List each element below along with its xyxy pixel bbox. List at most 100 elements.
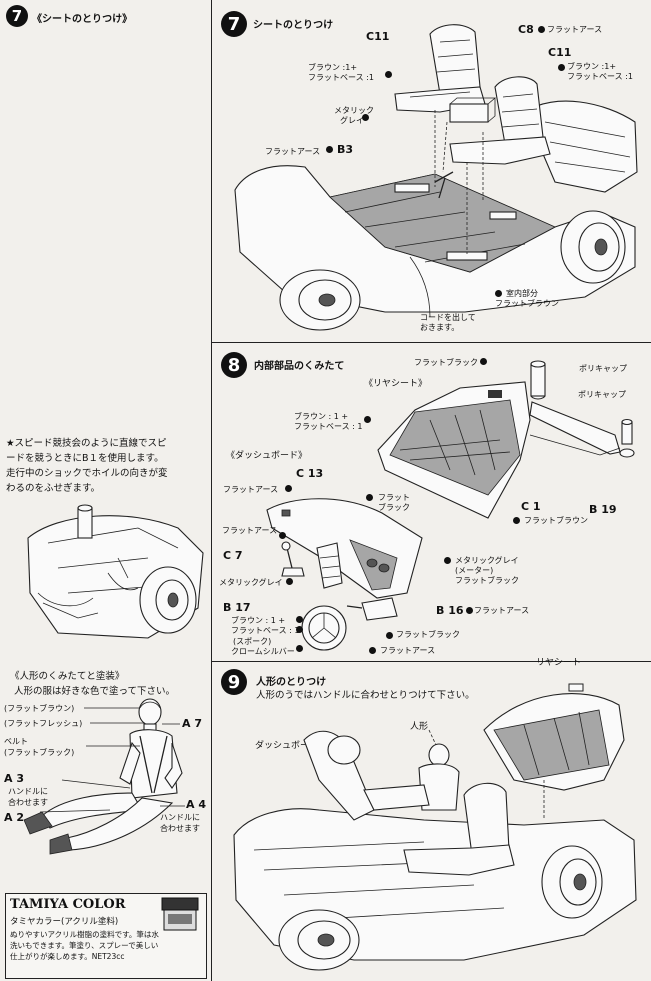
figure-section-title: 《人形のくみたてと塗装》 [10,671,125,682]
paint-jar-icon [161,897,199,931]
part-c13: C 13 [296,467,324,480]
step-9-title: 人形のとりつけ [256,677,327,688]
figure-leader-lines [39,707,185,813]
paint-dot [386,632,393,639]
label-figure: 人形 [410,722,429,732]
paint-dot [385,71,392,78]
part-a7: A 7 [182,717,202,730]
paint-dot [538,26,545,33]
label-metallic-grey: メタリックグレイ [219,578,283,587]
part-c11-left: C11 [366,30,390,43]
label-flat-earth: フラットアース [380,646,436,655]
label-rear-seat-top-color: フラットブラック [414,358,478,367]
part-c11-right: C11 [548,46,572,59]
note-line: わるのをふせぎます。 [6,483,101,494]
label-cord-note: おきます。 [420,323,460,332]
tamiya-subtitle: タミヤカラー(アクリル塗料) [10,917,119,927]
label-c11-right-color: ブラウン :1+ [567,62,617,71]
step-9-badge: 9 [221,669,247,695]
label-a3-note: ハンドルに [8,787,48,796]
label-b17-color: フラットベース : 1 [231,626,300,635]
paint-dot [480,358,487,365]
label-b17-color: クロームシルバー [231,647,295,656]
label-polycap: ポリキャップ [578,390,626,399]
note-line: ★スピード競技会のように直線でスピ [6,438,167,449]
label-b17-color: (スポーク) [233,637,272,646]
label-interior-color: 室内部分 [506,289,538,298]
tamiya-line: 洗いもできます。筆塗り、スプレーで美しい [10,941,159,950]
note-block: ★スピード競技会のように直線でスピ ードを競うときにB１を使用します。 走行中の… [6,436,168,496]
label-c8-color: フラットアース [547,25,603,34]
step-7-badge: 7 [221,11,247,37]
paint-dot [296,626,303,633]
dashboard-heading: 《ダッシュボード》 [226,451,308,461]
label-meter-color: フラットブラック [455,576,519,585]
label-flat-black: フラット [378,493,410,502]
label-dashboard-color: フラットアース [223,485,279,494]
paint-dot [286,578,293,585]
label-metallic-grey: グレイ [340,116,364,125]
label-belt: ベルト [4,737,28,746]
label-meter-color: (メーター) [455,566,494,575]
paint-dot [362,114,369,121]
divider-8-9 [212,661,651,662]
part-c1: C 1 [521,500,541,513]
label-cord-note: コードを出して [420,313,476,322]
part-b17: B 17 [223,601,251,614]
figure-section-subtitle: 人形の服は好きな色で塗って下さい。 [14,686,176,697]
step-7-title: シートのとりつけ [253,20,334,31]
label-a4-note: 合わせます [160,824,200,833]
label-rear-seat: リヤシート [536,658,582,668]
part-c8: C8 [518,23,534,36]
paint-dot [366,494,373,501]
paint-dot [279,532,286,539]
paint-dot [285,485,292,492]
note-line: ードを競うときにB１を使用します。 [6,453,164,464]
paint-dot [369,647,376,654]
label-meter-color: メタリックグレイ [455,556,519,565]
paint-dot [296,645,303,652]
paint-dot [513,517,520,524]
paint-dot [495,290,502,297]
step-title: 《シートのとりつけ》 [32,14,133,25]
label-flat-flesh: (フラットフレッシュ) [4,719,83,728]
part-b19: B 19 [589,503,617,516]
paint-dot [326,146,333,153]
label-c11-left-color: ブラウン :1+ [308,63,358,72]
label-metallic-grey: メタリック [334,106,374,115]
label-rear-seat-color: フラットベース : 1 [294,422,363,431]
label-a3-note: 合わせます [8,798,48,807]
label-flat-black: ブラック [378,503,410,512]
label-dashboard: ダッシュボード [255,741,319,751]
tamiya-description: ぬりやすいアクリル樹脂の塗料です。筆は水 洗いもできます。筆塗り、スプレーで美し… [10,929,159,962]
label-c11-right-color: フラットベース :1 [567,72,633,81]
step-9-subtitle: 人形のうではハンドルに合わせとりつけて下さい。 [256,690,475,701]
label-interior-color: フラットブラウン [495,299,559,308]
tamiya-color-box: TAMIYA COLOR タミヤカラー(アクリル塗料) ぬりやすいアクリル樹脂の… [5,893,207,979]
paint-dot [364,416,371,423]
label-gear-lever-color: フラットアース [222,526,278,535]
part-b3: B3 [337,143,354,156]
step-8-rear-seat-illustration [377,360,635,519]
tamiya-brand: TAMIYA COLOR [10,897,126,912]
label-c11-left-color: フラットベース :1 [308,73,374,82]
label-c1-color: フラットブラウン [524,516,588,525]
label-rear-seat-color: ブラウン : 1 + [294,412,349,421]
label-b16-color: フラットアース [474,606,530,615]
label-a4-note: ハンドルに [160,813,200,822]
step-8-title: 内部部品のくみたて [254,361,345,372]
paint-dot [444,557,451,564]
part-a4: A 4 [186,798,206,811]
step-7-seat-assembly-illustration [234,24,638,331]
part-a3: A 3 [4,772,24,785]
part-a2: A 2 [4,811,24,824]
chassis-wheel-illustration [27,504,204,639]
step-8-badge: 8 [221,352,247,378]
divider-7-8 [212,342,651,343]
label-belt-color: (フラットブラック) [4,748,75,757]
rear-seat-heading: 《リヤシート》 [364,379,428,389]
label-b16-flat-black: フラットブラック [396,630,460,639]
part-c7: C 7 [223,549,243,562]
label-b3-color: フラットアース [265,147,321,156]
label-polycap: ポリキャップ [579,364,627,373]
